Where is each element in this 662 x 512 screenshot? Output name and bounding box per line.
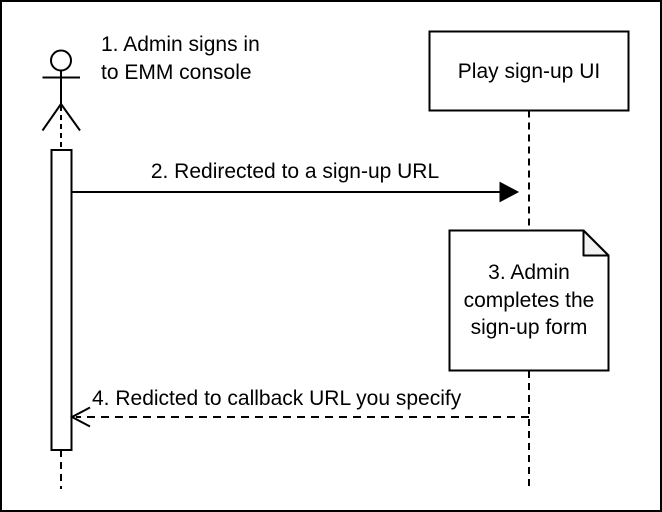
message-2-label: 2. Redirected to a sign-up URL — [150, 160, 440, 183]
message-4-label: 4. Redicted to callback URL you specify — [92, 387, 462, 410]
note-label-line3: sign-up form — [470, 316, 588, 340]
note-label-lines: 3. Admin completes the sign-up form — [464, 259, 595, 342]
actor-step1-label-line2: to EMM console — [101, 61, 252, 84]
note-label-line2: completes the — [463, 288, 595, 312]
note-shape — [448, 229, 610, 372]
participant-label-text: Play sign-up UI — [457, 59, 601, 83]
activation-bar — [50, 149, 73, 451]
actor-figure — [41, 49, 81, 132]
note-fold-icon — [582, 229, 610, 257]
actor-step1-label: 1. Admin signs in to EMM console — [101, 31, 260, 87]
actor-step1-label-line1: 1. Admin signs in — [101, 33, 260, 56]
actor-head — [50, 49, 72, 72]
note-label: 3. Admin completes the sign-up form — [450, 231, 608, 370]
note-label-line1: 3. Admin — [488, 261, 570, 285]
participant-label: Play sign-up UI — [430, 32, 628, 110]
message-4-arrowhead-icon — [69, 406, 91, 428]
actor-left-leg — [41, 103, 62, 132]
message-2-arrowhead-icon — [499, 181, 520, 203]
actor-right-leg — [60, 103, 81, 132]
